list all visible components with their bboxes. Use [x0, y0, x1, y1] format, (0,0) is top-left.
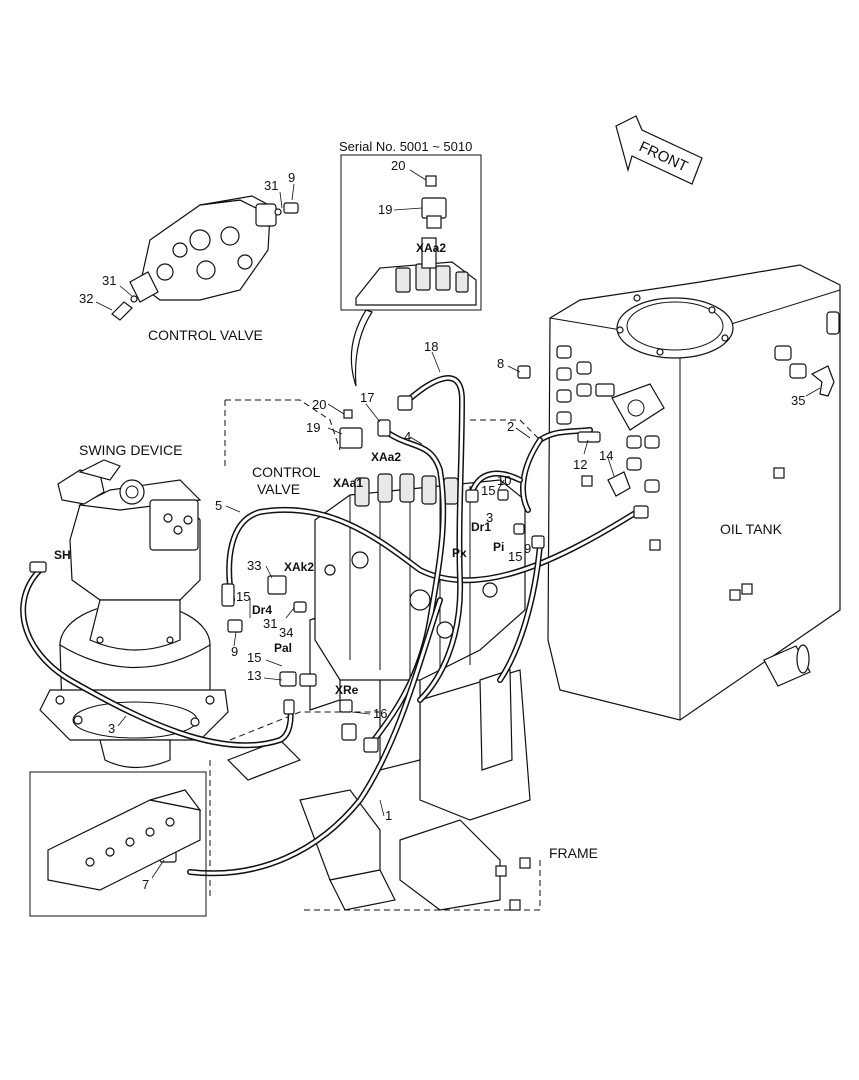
- serial-number-label: Serial No. 5001 ~ 5010: [339, 139, 472, 154]
- control-valve-caption-line2: VALVE: [257, 481, 300, 497]
- part-17: 17: [360, 390, 374, 405]
- port-sh: SH: [54, 548, 71, 562]
- oil-tank-caption: OIL TANK: [720, 521, 783, 537]
- part-9-right: 9: [524, 541, 531, 556]
- part-15-right: 15: [481, 483, 495, 498]
- leader-lines: [117, 351, 615, 817]
- part-9-top: 9: [288, 170, 295, 185]
- control-valve-caption-line1: CONTROL: [252, 464, 321, 480]
- part-13: 13: [247, 668, 261, 683]
- part-31-left: 31: [263, 616, 277, 631]
- part-18: 18: [424, 339, 438, 354]
- swing-device-caption: SWING DEVICE: [79, 442, 182, 458]
- part-5: 5: [215, 498, 222, 513]
- port-xaa1: XAa1: [333, 476, 363, 490]
- oil-tank: 35 OIL TANK: [547, 264, 841, 721]
- part-14: 14: [599, 448, 613, 463]
- front-direction-arrow: FRONT: [615, 115, 703, 185]
- port-xak2: XAk2: [284, 560, 314, 574]
- part-20-inset: 20: [391, 158, 405, 173]
- part-9-left: 9: [231, 644, 238, 659]
- part-34: 34: [279, 625, 293, 640]
- port-dr1: Dr1: [471, 520, 491, 534]
- fittings: [29, 365, 649, 863]
- part-19-inset: 19: [378, 202, 392, 217]
- port-pi: Pi: [493, 540, 504, 554]
- control-valve-detail-caption: CONTROL VALVE: [148, 327, 263, 343]
- part-8: 8: [497, 356, 504, 371]
- part-16: 16: [373, 706, 387, 721]
- part-35: 35: [791, 393, 805, 408]
- part-15-right2: 15: [508, 549, 522, 564]
- part-7: 7: [142, 877, 149, 892]
- part-31-top: 31: [264, 178, 278, 193]
- port-px: Px: [452, 546, 467, 560]
- port-labels: XAa2 XAa1 XAk2 Dr4 Pal XRe Dr1 Px Pi: [252, 450, 504, 697]
- part-33: 33: [247, 558, 261, 573]
- serial-inset: Serial No. 5001 ~ 5010 20 19 XAa2: [339, 139, 482, 387]
- swing-device: SWING DEVICE SH: [39, 442, 229, 769]
- part-4: 4: [404, 429, 411, 444]
- hoses: [20, 375, 643, 877]
- control-valve-detail: 9 31 31 32 CONTROL VALVE: [79, 170, 299, 343]
- part-2: 2: [507, 419, 514, 434]
- port-xaa2-inset: XAa2: [416, 241, 446, 255]
- port-xre: XRe: [335, 683, 359, 697]
- part-3-right: 3: [486, 510, 493, 525]
- frame-detail-inset: 7: [29, 771, 207, 917]
- port-xaa2: XAa2: [371, 450, 401, 464]
- part-10: 10: [497, 473, 511, 488]
- part-1: 1: [385, 808, 392, 823]
- part-15-pal: 15: [247, 650, 261, 665]
- part-15-left: 15: [236, 589, 250, 604]
- part-19: 19: [306, 420, 320, 435]
- part-20: 20: [312, 397, 326, 412]
- port-dr4: Dr4: [252, 603, 272, 617]
- part-12: 12: [573, 457, 587, 472]
- part-numbers: 18 8 20 17 19 4 2 12 14 10 15 3 15 9 5 3…: [108, 339, 613, 823]
- part-32: 32: [79, 291, 93, 306]
- part-3-left: 3: [108, 721, 115, 736]
- part-31-mid: 31: [102, 273, 116, 288]
- port-pal: Pal: [274, 641, 292, 655]
- frame-caption: FRAME: [549, 845, 598, 861]
